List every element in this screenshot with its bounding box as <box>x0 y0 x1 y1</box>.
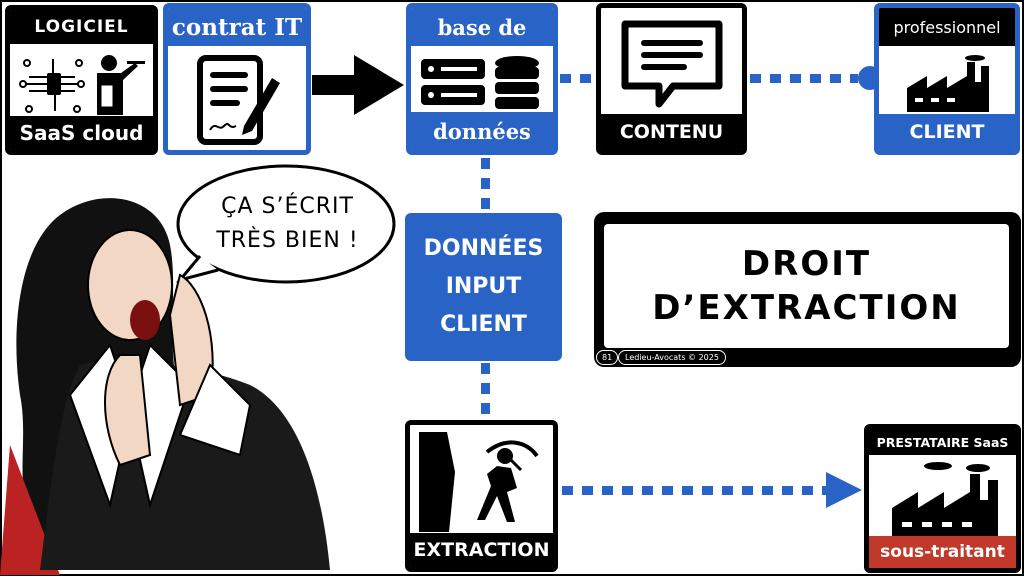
client-title: professionnel <box>879 8 1015 46</box>
right-box-line: D’EXTRACTION <box>652 288 961 328</box>
software-title: LOGICIEL <box>10 10 153 44</box>
dotted-connector <box>481 363 490 420</box>
chat-message-icon <box>601 14 742 114</box>
dotted-connector <box>560 74 596 83</box>
input-data-line: INPUT <box>445 274 522 299</box>
page-number: 81 <box>596 350 619 365</box>
arrow-head-icon <box>826 472 862 508</box>
right-box: DROIT D’EXTRACTION 81 Ledieu-Avocats © 2… <box>594 212 1021 367</box>
provider-title: PRESTATAIRE SaaS <box>869 429 1016 455</box>
software-subtitle: SaaS cloud <box>10 116 153 150</box>
software-presenter-icon <box>10 48 153 120</box>
provider-box: PRESTATAIRE SaaS sous-traitant <box>864 424 1021 573</box>
client-box: professionnel CLIENT <box>874 3 1020 155</box>
arrow-right-icon <box>312 55 404 115</box>
content-box: CONTENU <box>596 3 747 155</box>
software-box: LOGICIEL SaaS cloud <box>5 5 158 155</box>
speech-line: TRÈS BIEN ! <box>216 228 359 253</box>
miner-icon <box>410 429 553 535</box>
contract-sign-icon <box>168 50 306 150</box>
factory-icon <box>869 459 1016 541</box>
dotted-connector <box>750 74 858 83</box>
speech-text: ÇA S’ÉCRIT TRÈS BIEN ! <box>195 190 380 258</box>
content-label: CONTENU <box>601 114 742 150</box>
input-data-line: DONNÉES <box>423 236 544 261</box>
right-box-line: DROIT <box>741 244 872 284</box>
database-server-icon <box>411 48 553 118</box>
database-title-bottom: données <box>411 112 553 150</box>
input-data-box: DONNÉES INPUT CLIENT <box>405 213 562 361</box>
dotted-connector <box>481 158 490 213</box>
contract-title: contrat IT <box>168 8 306 46</box>
input-data-line: CLIENT <box>440 312 527 337</box>
provider-label: sous-traitant <box>869 536 1016 568</box>
extraction-box: EXTRACTION <box>405 420 558 572</box>
dotted-connector <box>562 486 830 495</box>
factory-icon <box>879 52 1015 114</box>
database-box: base de données <box>406 3 558 155</box>
database-title-top: base de <box>411 8 553 46</box>
lawyer-character-illustration <box>0 198 330 575</box>
speech-line: ÇA S’ÉCRIT <box>221 194 354 219</box>
credit: Ledieu-Avocats © 2025 <box>618 350 726 365</box>
extraction-label: EXTRACTION <box>410 533 553 567</box>
client-label: CLIENT <box>879 114 1015 150</box>
contract-box: contrat IT <box>163 3 311 155</box>
